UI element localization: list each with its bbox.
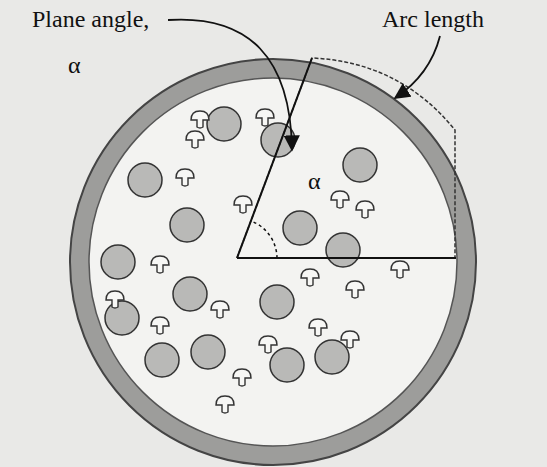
- pepperoni-group: [101, 107, 377, 382]
- mushroom: [259, 336, 277, 353]
- mushroom: [186, 131, 204, 148]
- mushroom: [356, 201, 374, 218]
- pizza-crust: [70, 59, 476, 465]
- leader-line: [168, 20, 292, 150]
- slice-outline: [237, 58, 455, 258]
- mushroom: [211, 301, 229, 318]
- pepperoni: [260, 285, 294, 319]
- pizza-cheese: [89, 78, 457, 446]
- pepperoni: [270, 348, 304, 382]
- mushroom: [341, 331, 359, 348]
- angle-side: [237, 257, 456, 259]
- mushroom: [301, 269, 319, 286]
- pepperoni: [128, 163, 162, 197]
- mushroom-group: [106, 109, 409, 413]
- pepperoni: [173, 277, 207, 311]
- mushroom: [176, 169, 194, 186]
- mushroom: [234, 196, 252, 213]
- mushroom: [391, 261, 409, 278]
- pepperoni: [261, 123, 295, 157]
- mushroom: [309, 319, 327, 336]
- pepperoni: [315, 340, 349, 374]
- angle-symbol: α: [66, 52, 83, 78]
- pepperoni: [283, 211, 317, 245]
- angle-side: [237, 58, 312, 258]
- title-label: Plane angle,: [30, 6, 151, 32]
- angle-symbol: α: [306, 168, 323, 194]
- leader-line: [395, 36, 440, 98]
- pepperoni: [207, 107, 241, 141]
- pepperoni: [105, 301, 139, 335]
- pepperoni: [191, 335, 225, 369]
- pepperoni: [145, 343, 179, 377]
- mushroom: [106, 291, 124, 308]
- pepperoni: [170, 208, 204, 242]
- mushroom: [346, 281, 364, 298]
- pepperoni: [101, 245, 135, 279]
- mushroom: [216, 396, 234, 413]
- pepperoni: [326, 233, 360, 267]
- mushroom: [151, 256, 169, 273]
- mushroom: [256, 109, 274, 126]
- mushroom: [151, 317, 169, 334]
- pepperoni: [343, 148, 377, 182]
- arc-label: Arc length: [380, 6, 486, 32]
- mushroom: [233, 369, 251, 386]
- mushroom: [331, 191, 349, 208]
- angle-arc: [251, 221, 277, 258]
- mushroom: [191, 111, 209, 128]
